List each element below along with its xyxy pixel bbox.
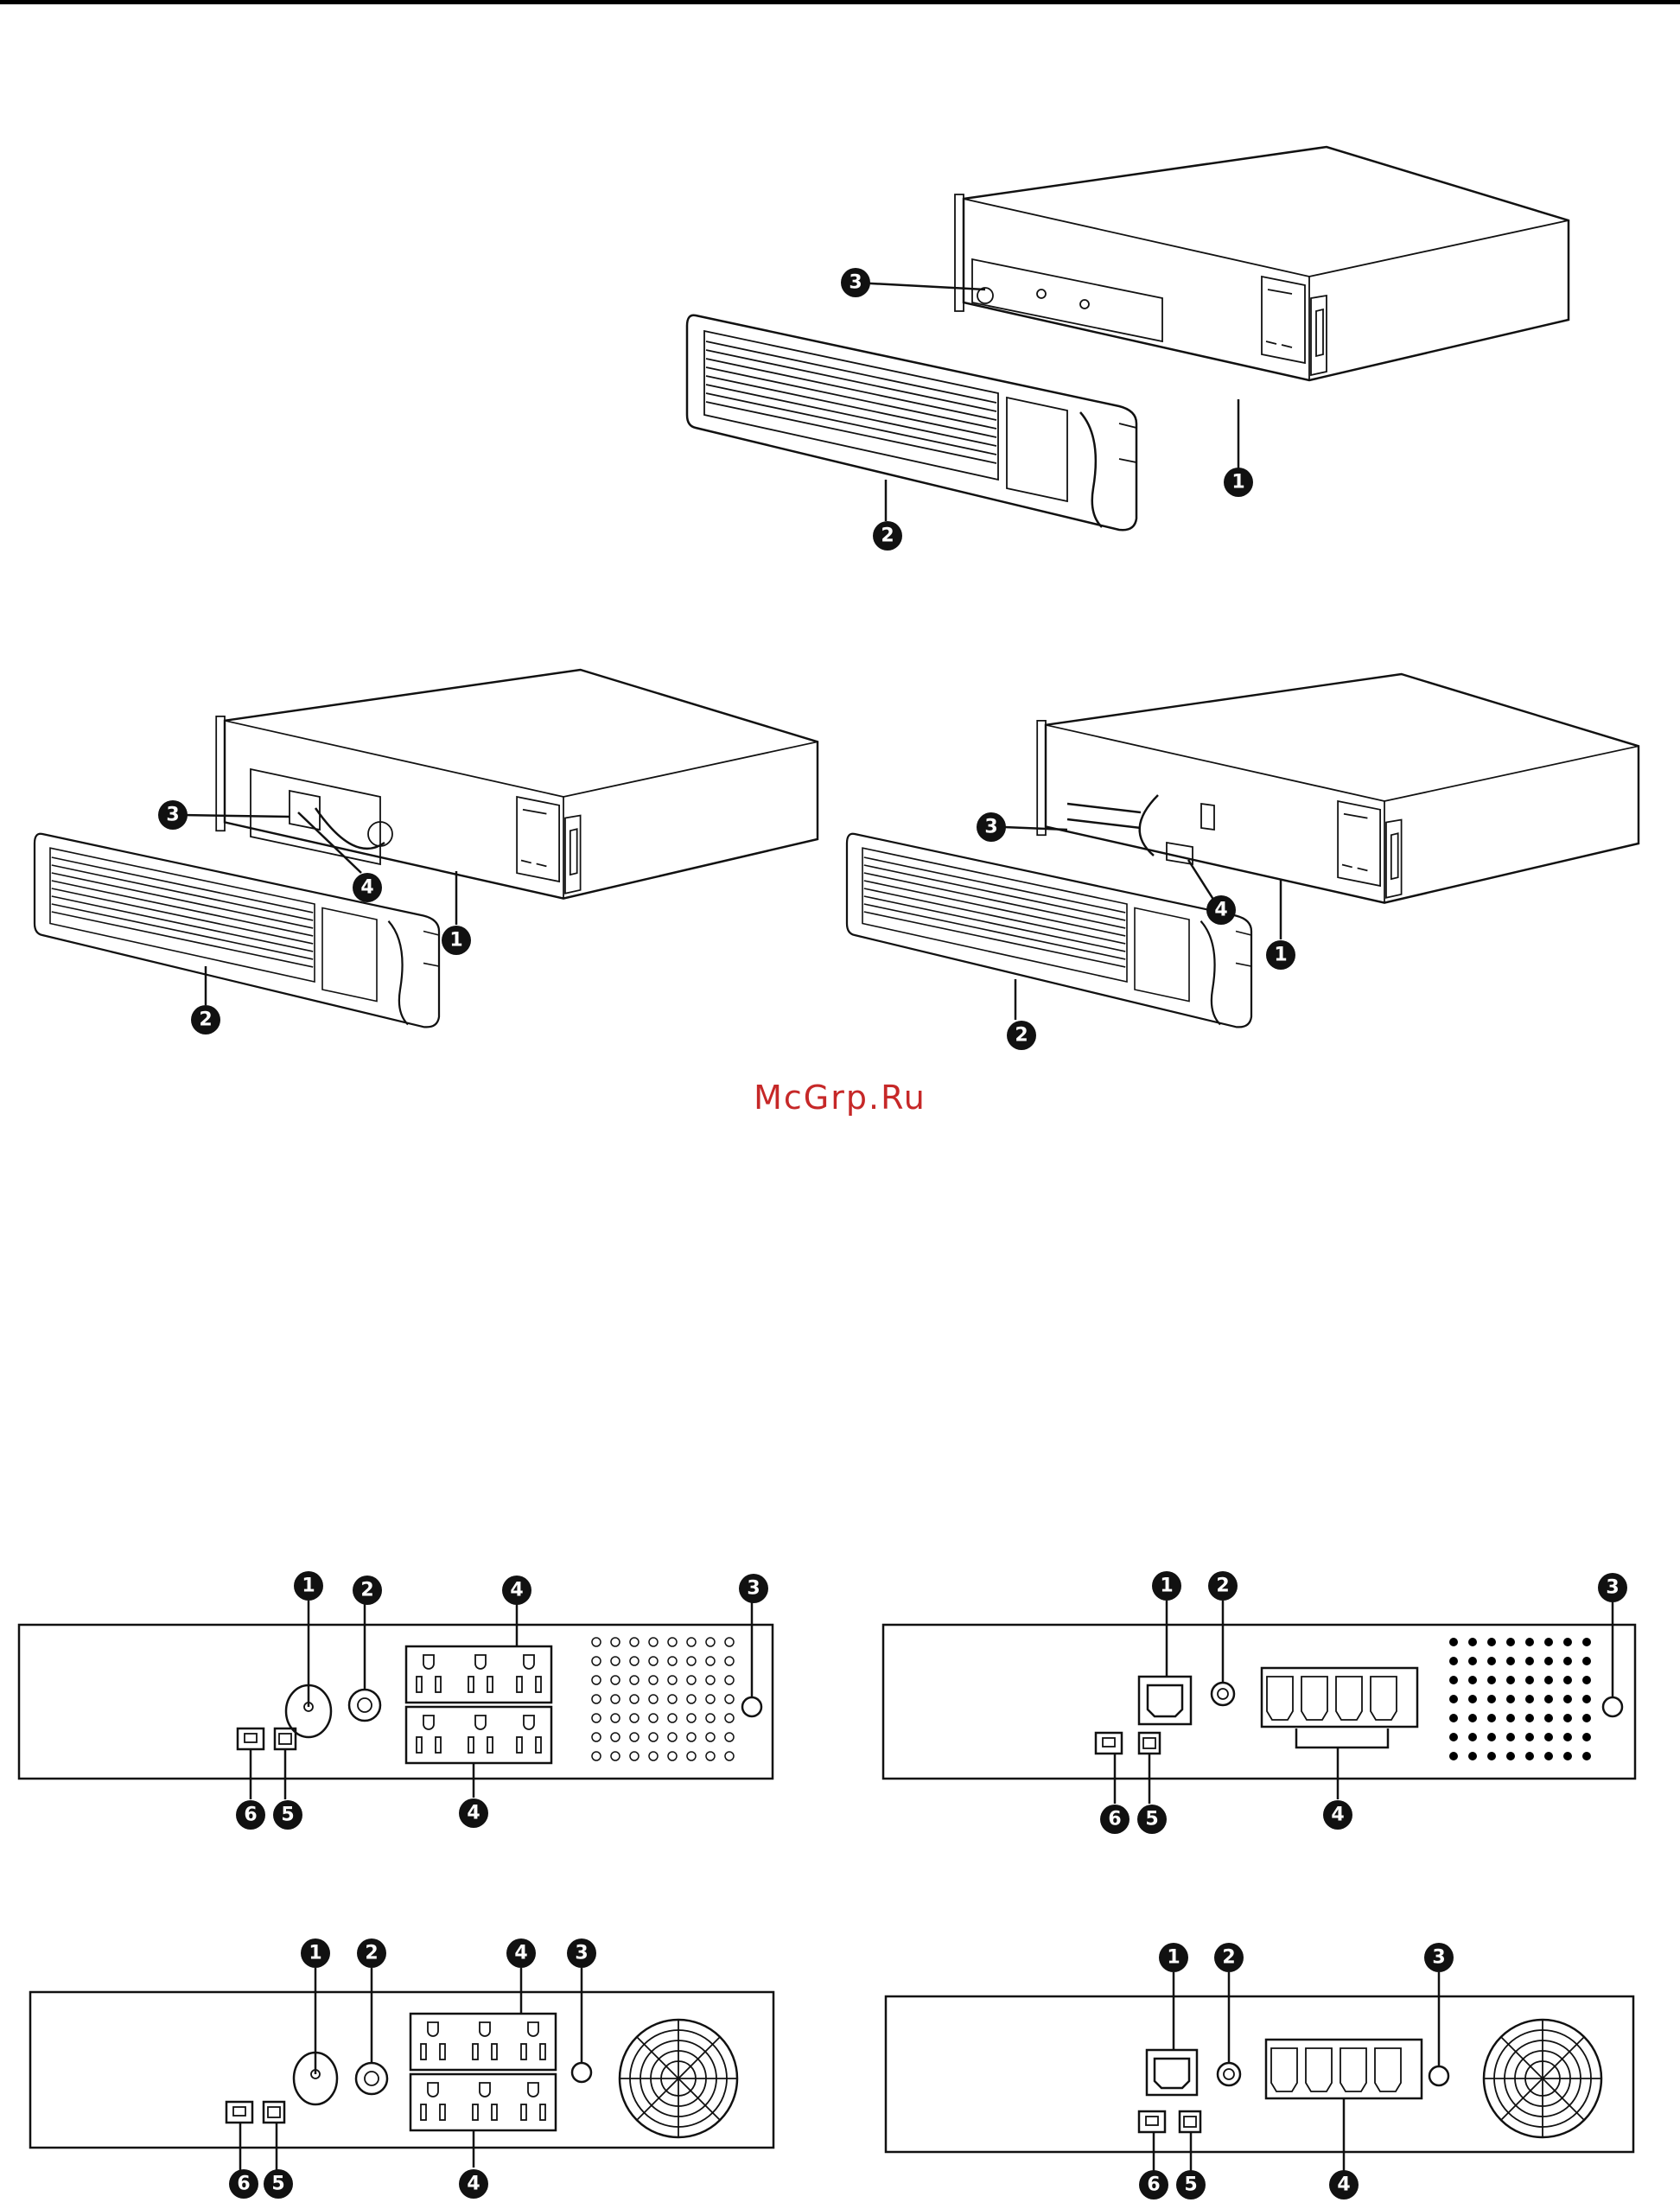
callout-midright-3: 3 <box>977 812 1006 842</box>
rear-panel-1 <box>19 1601 773 1799</box>
callout-rear1-4a: 4 <box>502 1576 531 1605</box>
svg-text:2: 2 <box>1222 1947 1235 1969</box>
callout-rear3-2: 2 <box>357 1938 386 1968</box>
svg-text:6: 6 <box>1147 2174 1160 2196</box>
callout-rear2-3: 3 <box>1598 1573 1627 1602</box>
callout-rear1-6: 6 <box>236 1800 265 1830</box>
callout-rear3-4b: 4 <box>459 2169 488 2199</box>
svg-text:6: 6 <box>244 1805 257 1826</box>
svg-text:6: 6 <box>237 2174 250 2195</box>
callout-rear4-5: 5 <box>1176 2170 1206 2199</box>
svg-text:1: 1 <box>1167 1947 1180 1969</box>
rear-panel-3 <box>30 1968 773 2171</box>
svg-text:4: 4 <box>510 1580 523 1601</box>
callout-rear3-3: 3 <box>567 1938 596 1968</box>
callout-top-2: 2 <box>873 521 902 551</box>
svg-text:2: 2 <box>1216 1576 1229 1597</box>
svg-text:4: 4 <box>1214 900 1227 921</box>
callout-rear4-3: 3 <box>1424 1943 1454 1972</box>
svg-text:3: 3 <box>1606 1577 1619 1599</box>
callout-midleft-1: 1 <box>442 926 471 955</box>
svg-text:1: 1 <box>1160 1576 1173 1597</box>
figure-middle-right-battery <box>847 674 1639 1027</box>
svg-text:2: 2 <box>199 1009 212 1031</box>
callout-rear4-2: 2 <box>1214 1943 1244 1972</box>
callout-rear3-6: 6 <box>229 2169 258 2199</box>
svg-text:5: 5 <box>271 2174 284 2195</box>
callout-rear4-4: 4 <box>1329 2170 1359 2199</box>
callout-top-1: 1 <box>1224 468 1253 497</box>
svg-text:6: 6 <box>1108 1809 1121 1830</box>
figure-top-bezel-removal <box>687 147 1569 530</box>
callout-rear2-2: 2 <box>1208 1571 1238 1601</box>
callout-rear1-4b: 4 <box>459 1798 488 1828</box>
svg-text:2: 2 <box>881 525 894 547</box>
svg-text:1: 1 <box>309 1943 321 1964</box>
callout-rear1-1: 1 <box>294 1571 323 1601</box>
svg-text:4: 4 <box>1337 2174 1350 2196</box>
callout-rear2-5: 5 <box>1137 1805 1167 1834</box>
svg-text:5: 5 <box>1145 1809 1158 1830</box>
callout-rear2-1: 1 <box>1152 1571 1181 1601</box>
svg-text:4: 4 <box>360 877 373 899</box>
callout-rear1-3: 3 <box>739 1574 768 1603</box>
callout-rear3-1: 1 <box>301 1938 330 1968</box>
callout-rear1-5: 5 <box>273 1800 302 1830</box>
svg-text:3: 3 <box>984 817 997 838</box>
svg-text:2: 2 <box>360 1580 373 1601</box>
svg-text:5: 5 <box>1184 2174 1197 2196</box>
callout-midright-4: 4 <box>1206 895 1236 925</box>
callout-rear2-6: 6 <box>1100 1805 1130 1834</box>
svg-text:2: 2 <box>1015 1025 1028 1047</box>
callout-rear3-5: 5 <box>264 2169 293 2199</box>
svg-text:3: 3 <box>166 805 179 826</box>
callout-midleft-4: 4 <box>353 873 382 902</box>
svg-text:1: 1 <box>302 1576 315 1597</box>
svg-text:1: 1 <box>1274 945 1287 966</box>
callout-midright-2: 2 <box>1007 1021 1036 1050</box>
rear-panel-2 <box>883 1601 1635 1804</box>
callout-rear3-4a: 4 <box>506 1938 536 1968</box>
callout-rear2-4: 4 <box>1323 1800 1352 1830</box>
svg-text:1: 1 <box>1231 472 1244 493</box>
svg-text:1: 1 <box>449 930 462 952</box>
svg-text:2: 2 <box>365 1943 378 1964</box>
svg-text:4: 4 <box>467 2174 480 2195</box>
callout-top-3: 3 <box>841 268 870 297</box>
rear-panel-4 <box>886 1972 1633 2171</box>
svg-text:3: 3 <box>1432 1947 1445 1969</box>
svg-text:5: 5 <box>281 1805 294 1826</box>
svg-text:4: 4 <box>514 1943 527 1964</box>
figure-middle-left-battery <box>35 670 818 1027</box>
svg-text:3: 3 <box>849 272 862 294</box>
callout-rear1-2: 2 <box>353 1576 382 1605</box>
svg-text:4: 4 <box>467 1803 480 1824</box>
callout-rear4-1: 1 <box>1159 1943 1188 1972</box>
svg-text:3: 3 <box>575 1943 588 1964</box>
callout-midright-1: 1 <box>1266 940 1295 970</box>
callout-midleft-2: 2 <box>191 1005 220 1034</box>
svg-text:3: 3 <box>747 1578 760 1600</box>
callout-midleft-3: 3 <box>158 800 188 830</box>
svg-text:4: 4 <box>1331 1805 1344 1826</box>
callout-rear4-6: 6 <box>1139 2170 1168 2199</box>
